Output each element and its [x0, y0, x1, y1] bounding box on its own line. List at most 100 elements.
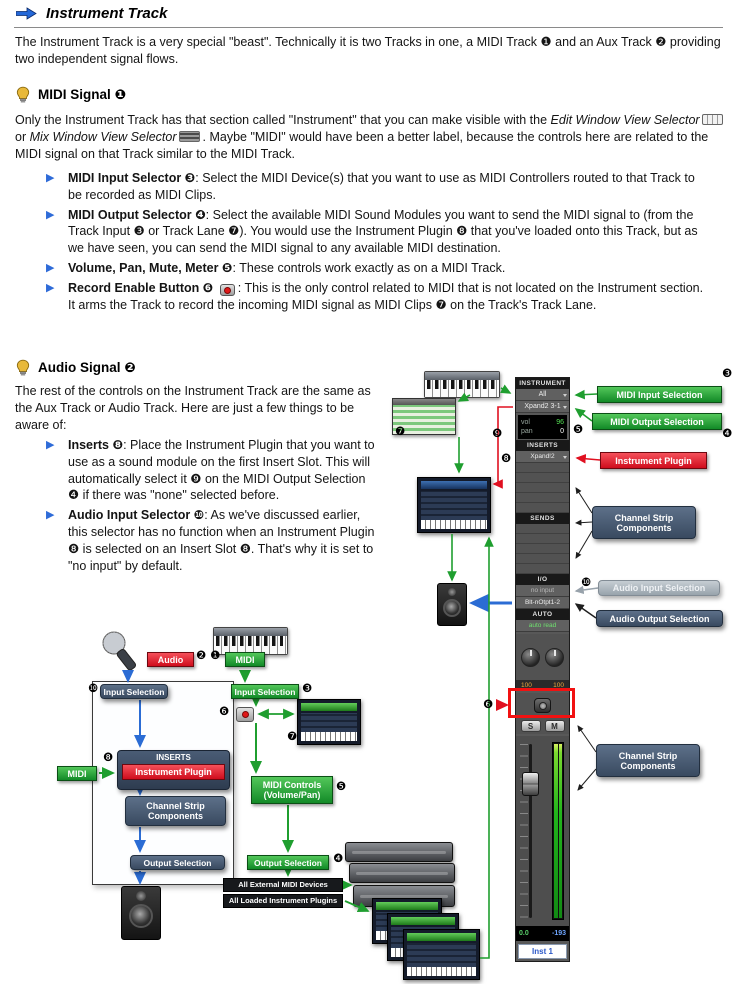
- speaker-image: [437, 583, 467, 626]
- fader-handle[interactable]: [522, 772, 539, 796]
- insert-slot-empty[interactable]: [516, 473, 569, 483]
- vol-value: 96: [556, 419, 564, 426]
- bullet-text: : Place the Instrument Plugin that you w…: [68, 438, 375, 503]
- record-dot: [538, 701, 547, 710]
- midi-clips-window-image: [392, 398, 456, 435]
- solo-mute-row: S M: [516, 718, 569, 734]
- pan-value-right: 100: [553, 682, 564, 689]
- midi-keyboard-image: [424, 371, 500, 398]
- callout-midi-output-selection: MIDI Output Selection: [592, 413, 722, 430]
- woofer: [129, 904, 153, 928]
- send-slot-empty[interactable]: [516, 554, 569, 564]
- tweeter: [136, 891, 146, 901]
- pan-knobs: [516, 634, 569, 680]
- callout-midi-input-selection: MIDI Input Selection: [597, 386, 722, 403]
- para-text: or: [15, 130, 30, 144]
- flow-record-enable-icon: [236, 707, 254, 722]
- level-meter: [552, 742, 564, 920]
- plugin-rows: [407, 943, 476, 967]
- fader-scale: [520, 744, 528, 918]
- marker-6: ❻: [483, 697, 494, 711]
- midi-input-selector[interactable]: All: [516, 389, 569, 401]
- marker-8: ❽: [501, 451, 512, 465]
- flow-plugin-window-image: [297, 699, 361, 745]
- send-slot-empty[interactable]: [516, 544, 569, 554]
- bullet-label: MIDI Input Selector ❸: [68, 171, 196, 185]
- pan-knob-left[interactable]: [521, 647, 540, 667]
- send-slot-empty[interactable]: [516, 534, 569, 544]
- audio-signal-paragraph: The rest of the controls on the Instrume…: [15, 384, 371, 432]
- meter-bar: [554, 744, 558, 918]
- callout-audio-output-selection: Audio Output Selection: [596, 610, 723, 627]
- audio-output-selector[interactable]: Blt-nOtpt1-2: [516, 597, 569, 609]
- bullet-text: : Select the available MIDI Sound Module…: [68, 207, 698, 256]
- bullet-label: Inserts ❽: [68, 438, 124, 452]
- divider: [14, 27, 723, 28]
- marker-4: ❹: [722, 426, 733, 440]
- mute-button[interactable]: M: [544, 720, 565, 732]
- midi-device-rack-image: [345, 842, 453, 862]
- bullet-label: Volume, Pan, Mute, Meter ❺: [68, 260, 233, 275]
- readouts: 0.0 -193: [516, 926, 569, 941]
- callout-channel-strip-components: Channel Strip Components: [592, 506, 696, 539]
- plugin-screen: [407, 933, 476, 941]
- lightbulb-icon: [16, 86, 30, 103]
- record-dot-icon: [241, 711, 249, 718]
- para-italic: Mix Window View Selector: [29, 130, 177, 144]
- vol-label: vol: [521, 419, 530, 426]
- plugin-keys: [301, 732, 357, 741]
- meter-bar: [558, 744, 562, 918]
- automation-mode-selector[interactable]: auto read: [516, 620, 569, 632]
- marker-8b: ❽: [103, 750, 114, 764]
- page-title: Instrument Track: [46, 5, 168, 22]
- solo-button[interactable]: S: [520, 720, 541, 732]
- record-enable-button[interactable]: [534, 698, 551, 713]
- insert-slot-empty[interactable]: [516, 493, 569, 503]
- flow-output-selection-midi: Output Selection: [247, 855, 329, 870]
- flow-input-selection-audio: Input Selection: [100, 684, 168, 699]
- insert-slot-empty[interactable]: [516, 503, 569, 513]
- midi-device-rack-image: [349, 863, 455, 883]
- bullet-item: Inserts ❽: Place the Instrument Plugin t…: [46, 437, 380, 504]
- flow-midi-source-badge: MIDI: [57, 766, 97, 781]
- record-dot-icon: [223, 286, 231, 294]
- para-italic: Edit Window View Selector: [550, 113, 700, 127]
- flow-output-selection-audio: Output Selection: [130, 855, 225, 870]
- marker-5b: ❺: [336, 779, 347, 793]
- audio-input-selector[interactable]: no input: [516, 585, 569, 597]
- bullet-item: Volume, Pan, Mute, Meter ❺: These contro…: [46, 260, 708, 277]
- send-slot-empty[interactable]: [516, 564, 569, 574]
- fader-section: [516, 736, 569, 926]
- bullet-item: MIDI Input Selector ❸: Select the MIDI D…: [46, 170, 708, 204]
- plugin-rows: [421, 491, 487, 520]
- bullet-text: : As we've discussed earlier, this selec…: [68, 508, 375, 573]
- pan-label: pan: [521, 428, 533, 435]
- plugin-window-stack-image: [403, 929, 480, 980]
- plugin-screen: [301, 703, 357, 711]
- track-name[interactable]: Inst 1: [518, 944, 567, 959]
- flow-input-selection-midi: Input Selection: [231, 684, 299, 699]
- marker-4b: ❹: [333, 851, 344, 865]
- send-slot-empty[interactable]: [516, 524, 569, 534]
- para-text: . Maybe "MIDI" would have been a better …: [15, 130, 709, 161]
- midi-keyboard-image-2: [213, 627, 288, 655]
- midi-output-selector[interactable]: Xpand2 3-1: [516, 401, 569, 413]
- callout-instrument-plugin: Instrument Plugin: [600, 452, 707, 469]
- insert-slot-empty[interactable]: [516, 483, 569, 493]
- plugin-keys: [421, 520, 487, 529]
- flow-all-external-midi-devices: All External MIDI Devices: [223, 878, 343, 892]
- bullet-arrow-icon: [46, 438, 54, 451]
- instrument-plugin-window-image: [417, 477, 491, 533]
- pan-value-left: 100: [521, 682, 532, 689]
- bullet-arrow-icon: [46, 171, 54, 184]
- insert-slot-empty[interactable]: [516, 463, 569, 473]
- insert-slot-1[interactable]: Xpand!2: [516, 451, 569, 463]
- midi-signal-paragraph: Only the Instrument Track has that secti…: [15, 112, 727, 163]
- plugin-rows: [301, 713, 357, 732]
- pan-knob-right[interactable]: [545, 647, 564, 667]
- marker-10: ❿: [581, 575, 592, 589]
- marker-1b: ❶: [210, 648, 221, 662]
- section-title: MIDI Signal ❶: [38, 87, 126, 102]
- audio-bullet-list: Inserts ❽: Place the Instrument Plugin t…: [46, 437, 380, 577]
